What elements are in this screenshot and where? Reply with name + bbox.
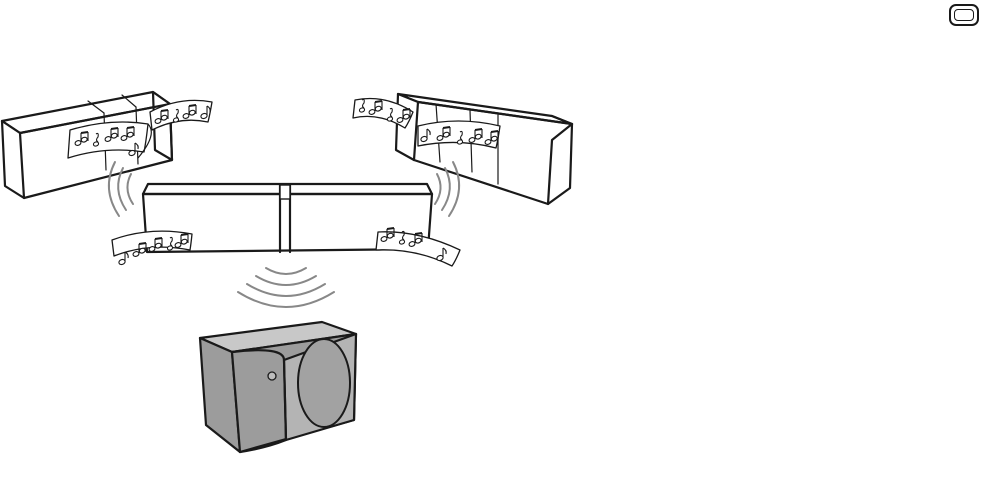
corner-badge-icon <box>949 4 979 26</box>
subwoofer <box>200 322 356 452</box>
music-notes-icon <box>68 99 500 267</box>
corner-badge-inner <box>954 9 974 21</box>
